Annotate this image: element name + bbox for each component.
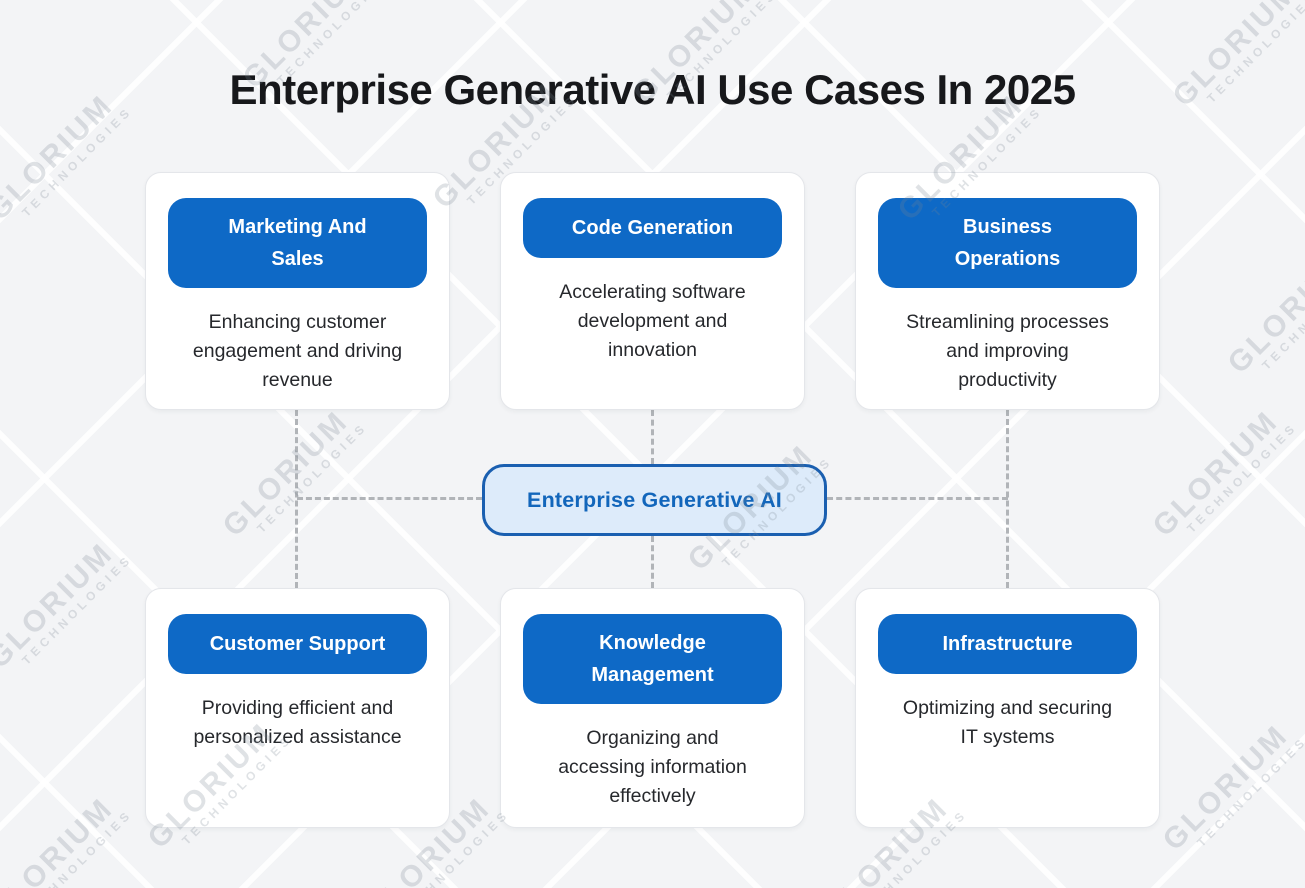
card-business-operations: Business Operations Streamlining process… (855, 172, 1160, 410)
pill-label: Marketing And Sales (228, 216, 367, 270)
card-knowledge-management: Knowledge Management Organizing and acce… (500, 588, 805, 828)
pill-label: Knowledge Management (591, 632, 714, 686)
card-description: Accelerating software development and in… (559, 281, 746, 361)
code-generation-pill: Code Generation (523, 198, 782, 258)
pill-label: Infrastructure (942, 633, 1073, 655)
pill-label: Code Generation (571, 217, 734, 239)
marketing-and-sales-pill: Marketing And Sales (168, 198, 427, 288)
card-customer-support: Customer Support Providing efficient and… (145, 588, 450, 828)
connector-right-horizontal (827, 497, 1008, 500)
connector-middle-vertical-top (651, 410, 654, 464)
center-node-enterprise-generative-ai: Enterprise Generative AI (482, 464, 827, 536)
card-description: Providing efficient and personalized ass… (193, 697, 402, 748)
pill-label: Customer Support (209, 633, 386, 655)
page-title: Enterprise Generative AI Use Cases In 20… (229, 66, 1076, 113)
card-description: Streamlining processes and improving pro… (906, 311, 1109, 391)
customer-support-pill: Customer Support (168, 614, 427, 674)
card-code-generation: Code Generation Accelerating software de… (500, 172, 805, 410)
knowledge-management-pill: Knowledge Management (523, 614, 782, 704)
card-infrastructure: Infrastructure Optimizing and securing I… (855, 588, 1160, 828)
infrastructure-pill: Infrastructure (878, 614, 1137, 674)
connector-middle-vertical-bottom (651, 536, 654, 588)
card-marketing-and-sales: Marketing And Sales Enhancing customer e… (145, 172, 450, 410)
card-description: Optimizing and securing IT systems (902, 697, 1113, 748)
business-operations-pill: Business Operations (878, 198, 1137, 288)
card-description: Organizing and accessing information eff… (558, 727, 747, 807)
pill-label: Business Operations (954, 216, 1061, 270)
card-description: Enhancing customer engagement and drivin… (192, 311, 403, 391)
center-node-label: Enterprise Generative AI (527, 487, 782, 512)
connector-left-horizontal (297, 497, 482, 500)
